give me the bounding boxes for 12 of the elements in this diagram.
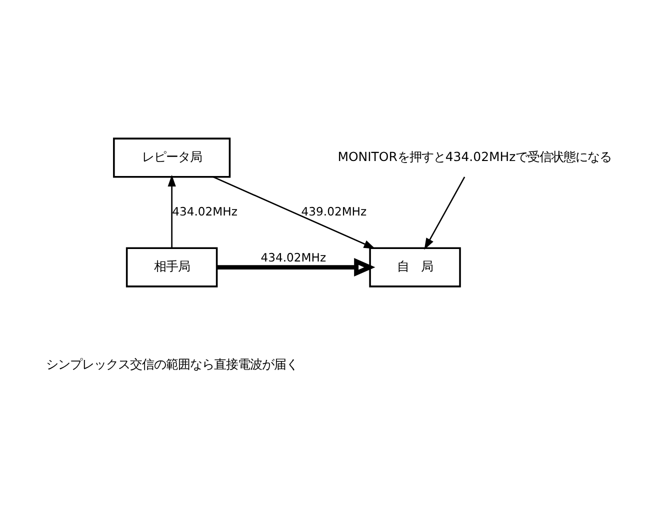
- edge-label: 434.02MHz: [172, 204, 238, 219]
- arrow: [212, 176, 376, 249]
- arrow: [217, 258, 376, 277]
- node-box: レピータ局: [113, 138, 231, 178]
- node-text: MONITORを押すと434.02MHzで受信状態になる: [338, 149, 612, 164]
- node-box: 相手局: [126, 247, 218, 288]
- label: シンプレックス交信の範囲なら直接電波が届く: [46, 356, 298, 372]
- node-box: 自 局: [369, 247, 461, 288]
- edge-label: 439.02MHz: [301, 204, 367, 219]
- arrow: [168, 174, 176, 248]
- arrow: [424, 176, 466, 250]
- edge-label: 434.02MHz: [260, 250, 326, 264]
